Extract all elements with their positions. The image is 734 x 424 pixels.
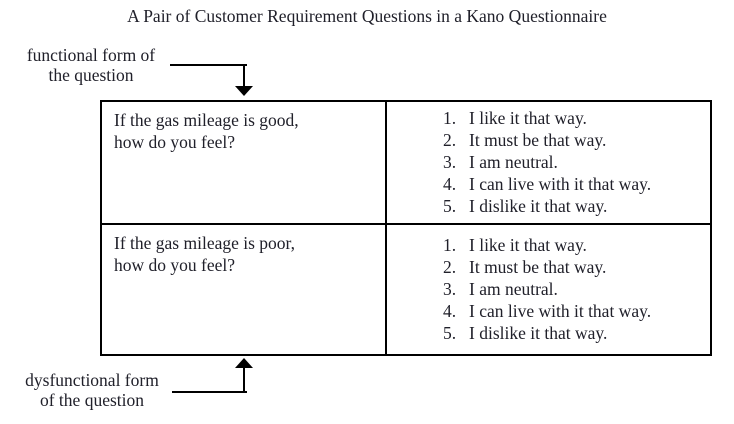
option-label: I can live with it that way. [469, 174, 652, 194]
option-label: I can live with it that way. [469, 301, 652, 321]
figure-title: A Pair of Customer Requirement Questions… [127, 6, 607, 26]
option-label: I like it that way. [469, 108, 587, 128]
functional-connector-vertical [243, 64, 245, 86]
option-item: 4. I can live with it that way. [443, 300, 706, 322]
dysfunctional-form-label-line2: of the question [39, 389, 144, 410]
option-item: 5. I dislike it that way. [443, 195, 706, 217]
option-number: 1. [443, 108, 457, 128]
dysfunctional-form-label-line1: dysfunctional form [25, 370, 159, 390]
option-label: It must be that way. [469, 257, 607, 277]
dysfunctional-form-label: dysfunctional form of the question [8, 370, 176, 410]
option-number: 4. [443, 301, 457, 321]
question-line: how do you feel? [114, 255, 236, 275]
arrowhead-down-icon [235, 86, 253, 96]
functional-connector-horizontal [170, 64, 247, 66]
options-cell-dysfunctional: 1. I like it that way. 2. It must be tha… [387, 225, 710, 354]
question-line: If the gas mileage is good, [114, 110, 299, 130]
option-label: I like it that way. [469, 235, 587, 255]
option-item: 2. It must be that way. [443, 129, 706, 151]
options-cell-functional: 1. I like it that way. 2. It must be tha… [387, 102, 710, 225]
question-cell-dysfunctional: If the gas mileage is poor, how do you f… [102, 225, 387, 354]
option-label: It must be that way. [469, 130, 607, 150]
option-number: 4. [443, 174, 457, 194]
option-item: 1. I like it that way. [443, 234, 706, 256]
option-number: 2. [443, 130, 457, 150]
option-label: I dislike it that way. [469, 196, 608, 216]
functional-form-label: functional form of the question [10, 45, 172, 85]
option-number: 2. [443, 257, 457, 277]
question-cell-functional: If the gas mileage is good, how do you f… [102, 102, 387, 225]
functional-form-label-line1: functional form of [26, 45, 156, 65]
question-line: how do you feel? [114, 132, 236, 152]
option-item: 3. I am neutral. [443, 151, 706, 173]
option-item: 2. It must be that way. [443, 256, 706, 278]
option-number: 3. [443, 279, 457, 299]
option-number: 5. [443, 323, 457, 343]
option-item: 4. I can live with it that way. [443, 173, 706, 195]
option-item: 3. I am neutral. [443, 278, 706, 300]
option-number: 1. [443, 235, 457, 255]
question-line: If the gas mileage is poor, [114, 233, 296, 253]
dysfunctional-connector-horizontal [172, 391, 247, 393]
option-label: I am neutral. [469, 279, 558, 299]
option-label: I dislike it that way. [469, 323, 608, 343]
kano-table: If the gas mileage is good, how do you f… [100, 100, 712, 356]
dysfunctional-connector-vertical [243, 368, 245, 393]
arrowhead-up-icon [235, 358, 253, 368]
option-label: I am neutral. [469, 152, 558, 172]
option-number: 5. [443, 196, 457, 216]
option-item: 1. I like it that way. [443, 107, 706, 129]
option-number: 3. [443, 152, 457, 172]
functional-form-label-line2: the question [48, 64, 134, 85]
option-item: 5. I dislike it that way. [443, 322, 706, 344]
